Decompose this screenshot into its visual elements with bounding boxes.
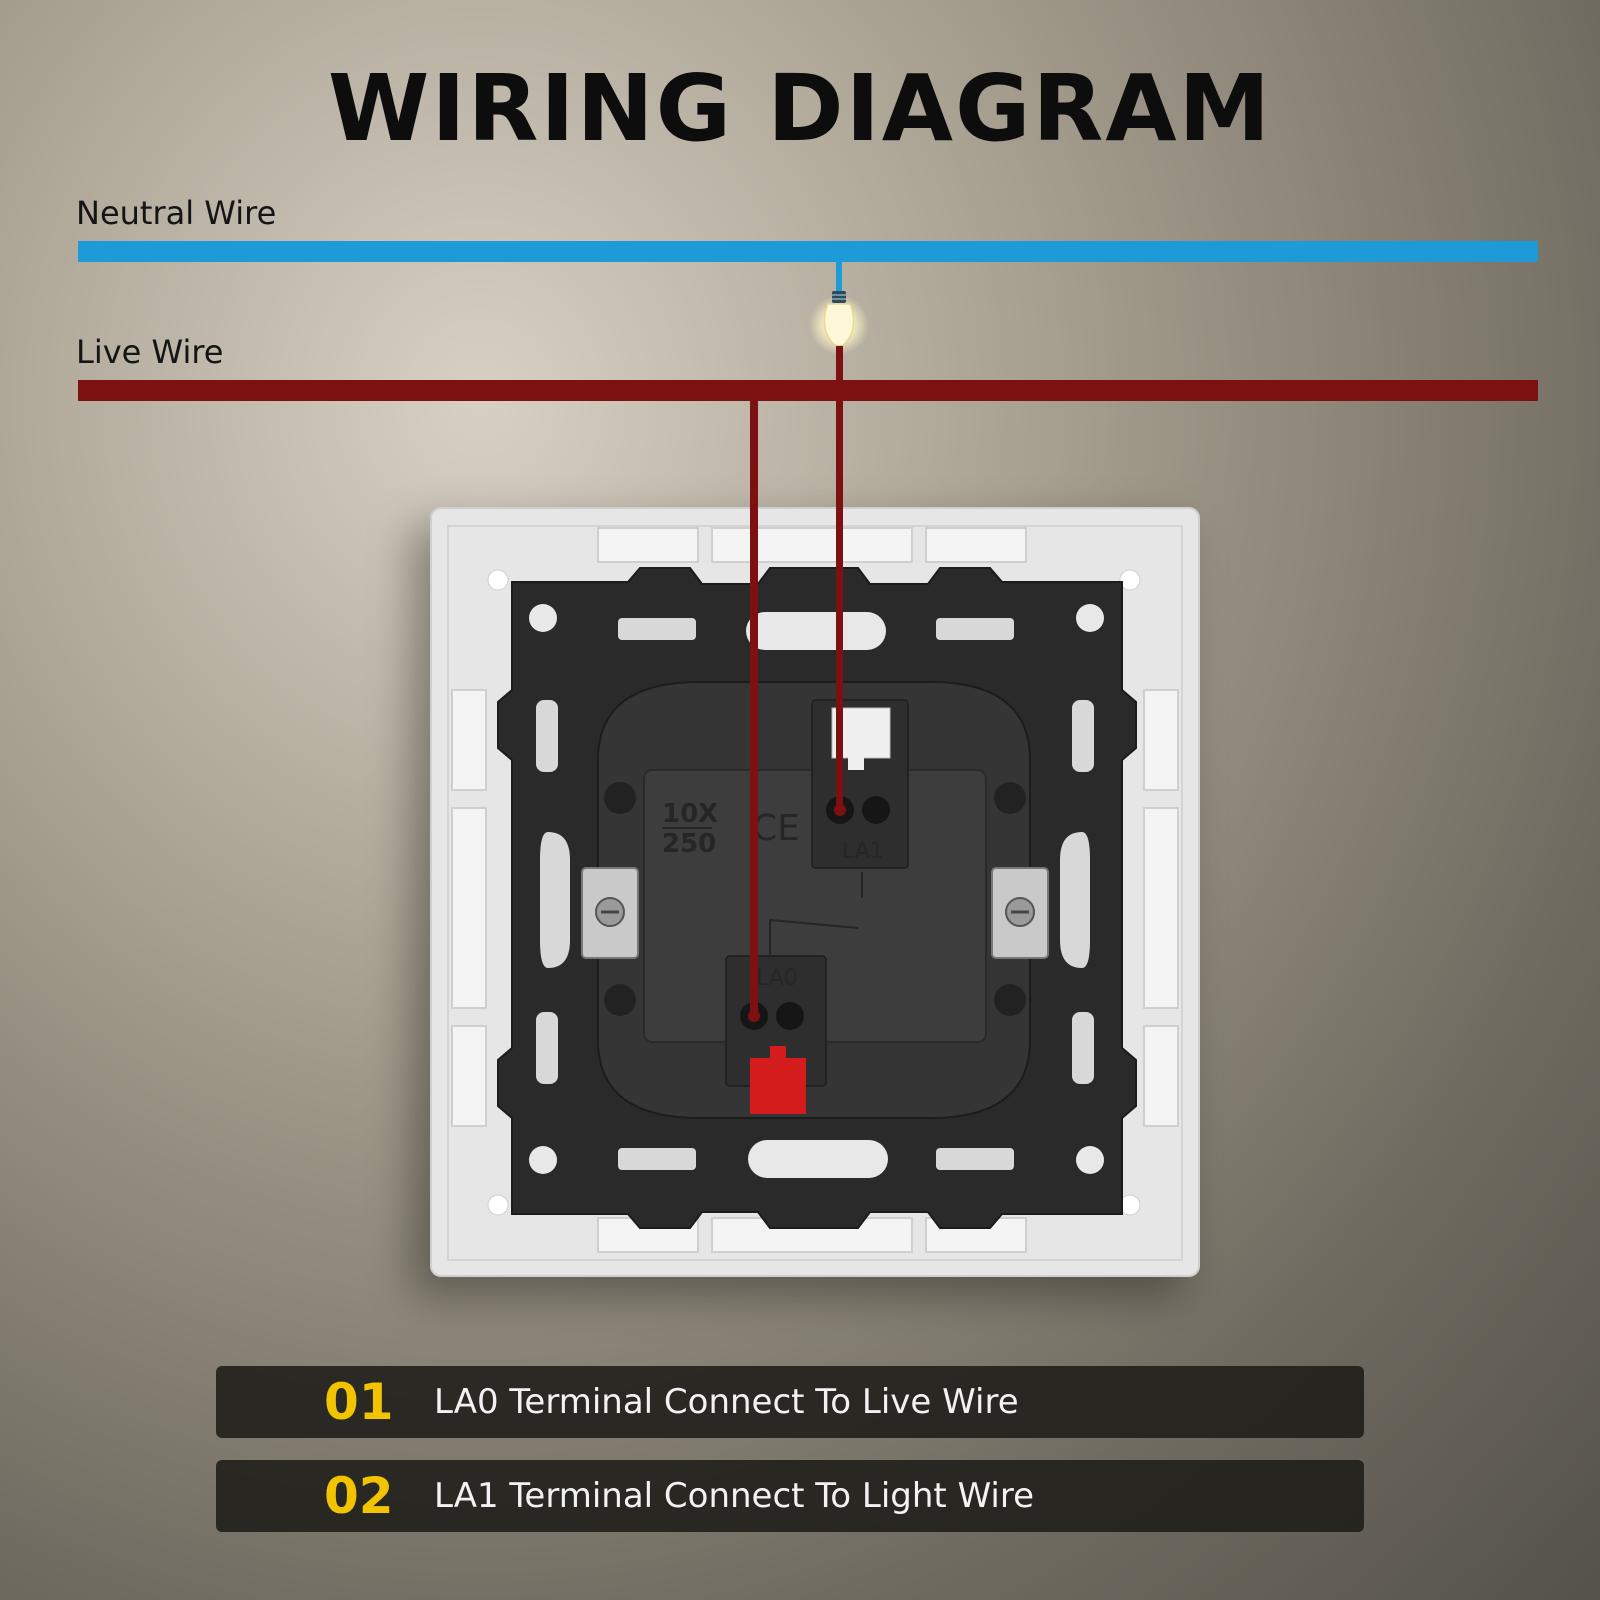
neutral-wire [78, 241, 1538, 262]
light-bulb-icon [809, 291, 869, 355]
page-title: WIRING DIAGRAM [327, 55, 1273, 162]
step-2-text: LA1 Terminal Connect To Light Wire [434, 1476, 1035, 1516]
switch-module: 10X 250 CE LA1 LA0 [430, 507, 1200, 1277]
bulb-to-la1-wire [836, 346, 843, 810]
live-to-la0-wire [750, 401, 758, 1017]
live-wire-label: Live Wire [76, 333, 224, 371]
screw-terminal-right [991, 782, 1049, 1016]
live-wire [78, 380, 1538, 401]
terminal-la1: LA1 [811, 699, 909, 869]
rating-current: 10X [662, 799, 718, 829]
terminal-la1-label: LA1 [842, 839, 884, 864]
screw-terminal-left [581, 782, 639, 1016]
step-1: 01 LA0 Terminal Connect To Live Wire [216, 1366, 1364, 1438]
step-2-number: 02 [324, 1467, 394, 1525]
neutral-wire-label: Neutral Wire [76, 194, 277, 232]
rating-voltage: 250 [662, 829, 716, 859]
step-1-number: 01 [324, 1373, 394, 1431]
ce-mark: CE [752, 808, 800, 849]
neutral-drop-wire [836, 262, 842, 292]
step-1-text: LA0 Terminal Connect To Live Wire [434, 1382, 1019, 1422]
step-2: 02 LA1 Terminal Connect To Light Wire [216, 1460, 1364, 1532]
terminal-la0-label: LA0 [756, 966, 798, 991]
